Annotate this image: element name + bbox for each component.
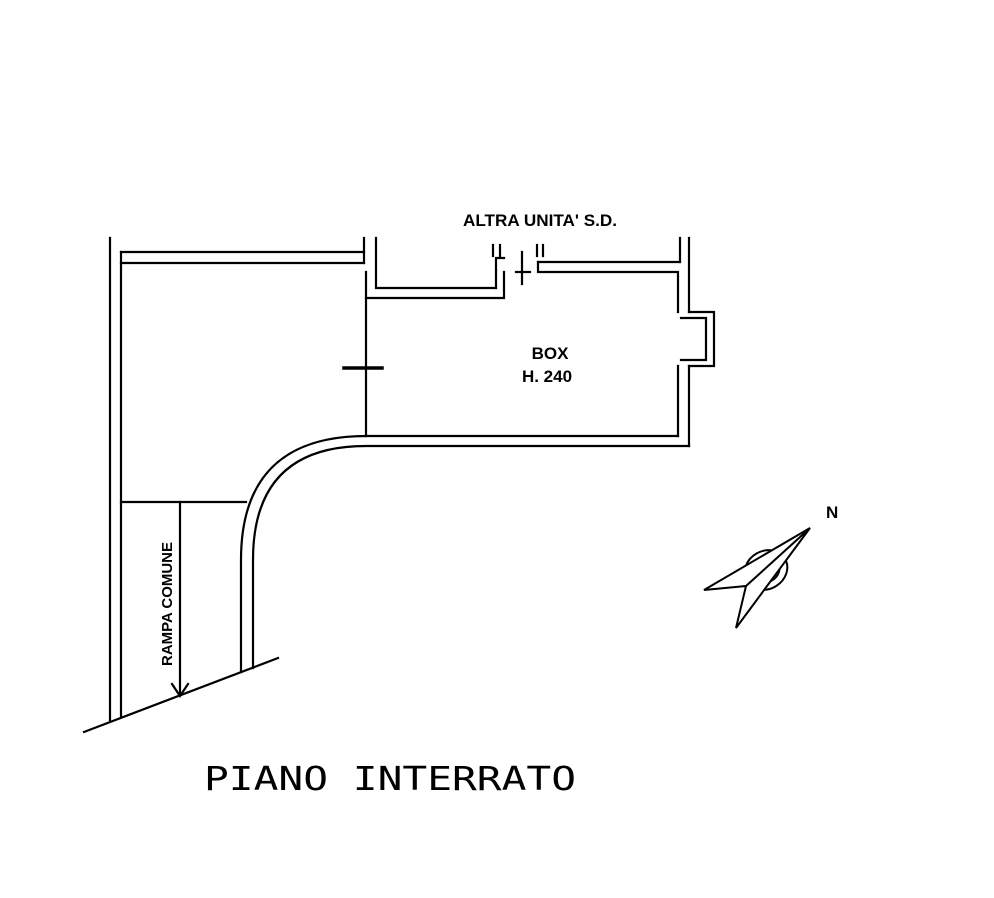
- box-top-left-outer: [374, 236, 498, 290]
- driveway-curve-outer: [239, 434, 368, 674]
- floor-title: PIANO INTERRATO: [204, 759, 576, 798]
- walls: [82, 236, 716, 734]
- room-height-label: H. 240: [522, 367, 572, 386]
- bottom-boundary: [82, 656, 280, 734]
- box-top-right-inner: [536, 260, 680, 314]
- compass-north-arrow-icon: [703, 527, 811, 629]
- door-jamb-left: [494, 256, 506, 290]
- driveway-curve-inner: [251, 444, 691, 670]
- ramp-label: RAMPA COMUNE: [159, 542, 176, 666]
- box-top-left-inner: [364, 270, 506, 300]
- north-label: N: [826, 503, 838, 522]
- room-name-label: BOX: [532, 344, 570, 363]
- window-niche: [687, 310, 716, 368]
- window-niche-inner: [679, 316, 708, 362]
- other-unit-label: ALTRA UNITA' S.D.: [463, 211, 617, 230]
